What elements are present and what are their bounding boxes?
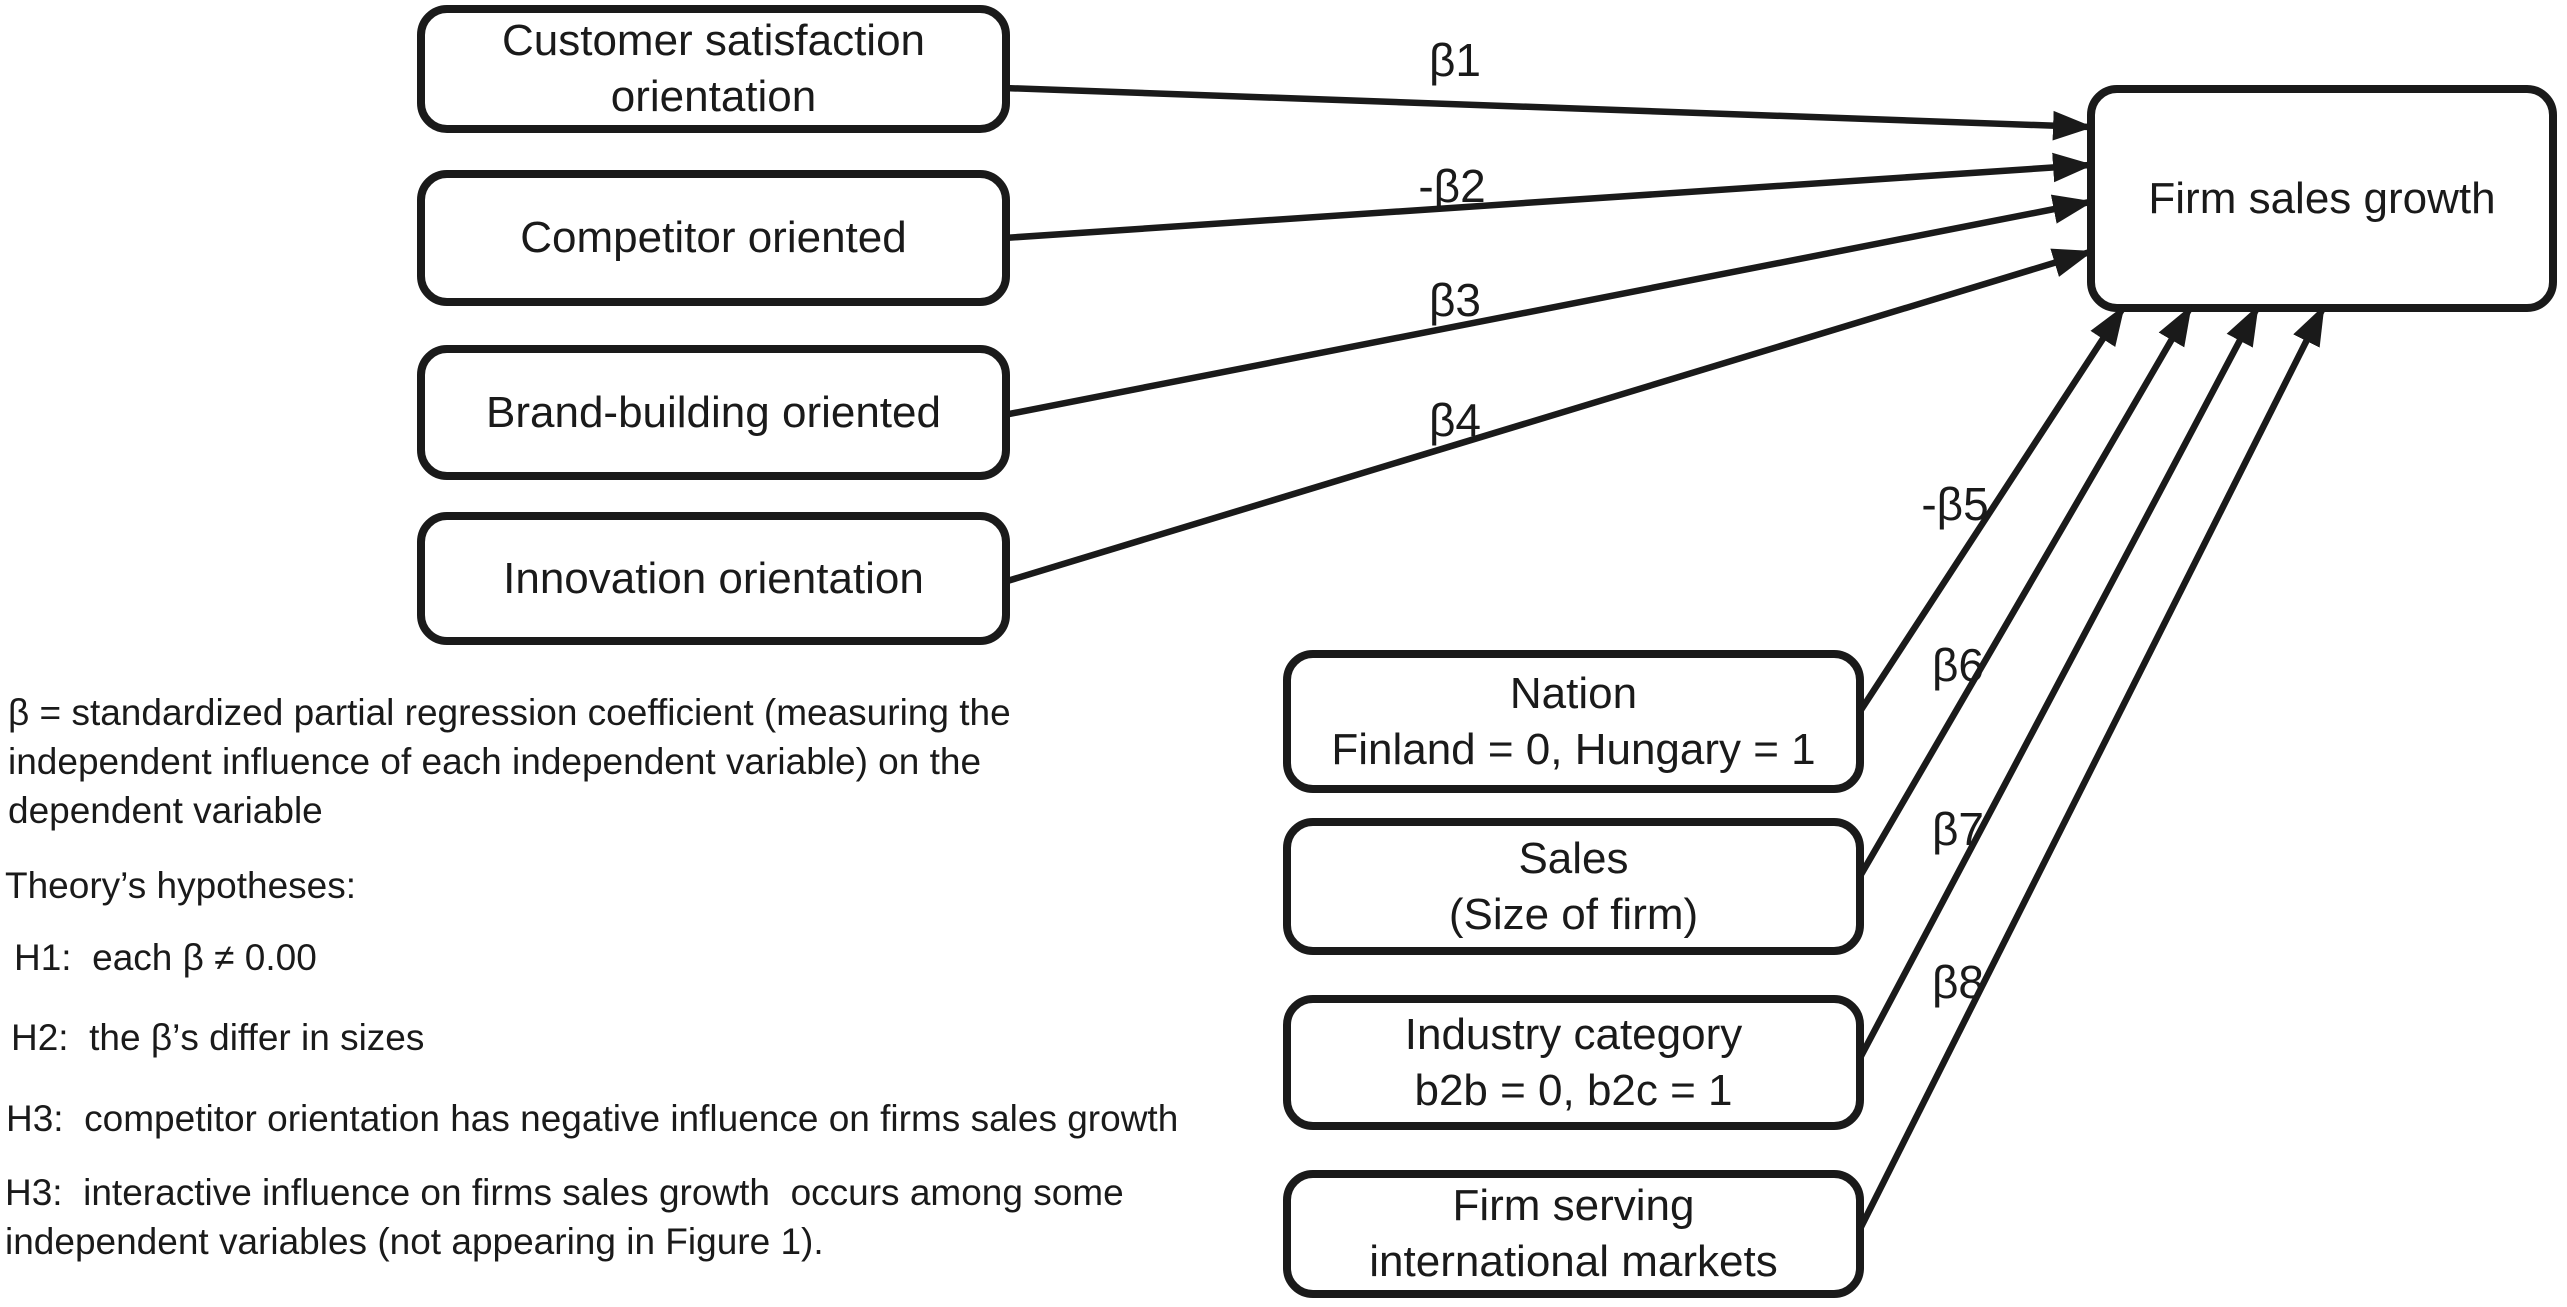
arrow-beta6 <box>1856 305 2193 880</box>
label-beta8: β8 <box>1931 956 1985 1008</box>
label-beta2: -β2 <box>1418 160 1486 212</box>
box-sales-firm-size: Sales (Size of firm) <box>1283 818 1864 955</box>
note-h1: H1: each β ≠ 0.00 <box>14 937 317 978</box>
box-industry-category: Industry category b2b = 0, b2c = 1 <box>1283 995 1864 1130</box>
arrow-beta7 <box>1856 305 2260 1062</box>
label-beta3: β3 <box>1428 274 1482 326</box>
label-beta7: β7 <box>1931 803 1985 855</box>
note-beta-definition: β = standardized partial regression coef… <box>8 692 1011 831</box>
box-nation: Nation Finland = 0, Hungary = 1 <box>1283 650 1864 793</box>
box-competitor-oriented: Competitor oriented <box>417 170 1010 306</box>
arrow-beta4 <box>1003 248 2094 586</box>
box-customer-satisfaction-orientation: Customer satisfaction orientation <box>417 5 1010 133</box>
note-h3-negative-influence: H3: competitor orientation has negative … <box>6 1098 1179 1139</box>
arrow-beta3 <box>1003 194 2094 419</box>
arrow-beta1 <box>1003 84 2094 141</box>
box-innovation-orientation: Innovation orientation <box>417 512 1010 645</box>
note-h3-interactive-influence: H3: interactive influence on firms sales… <box>5 1172 1124 1262</box>
arrow-beta2 <box>1003 152 2094 242</box>
label-beta5: -β5 <box>1921 478 1989 530</box>
box-firm-sales-growth: Firm sales growth <box>2087 85 2557 312</box>
note-hypotheses-title: Theory’s hypotheses: <box>5 865 357 906</box>
label-beta1: β1 <box>1428 34 1482 86</box>
label-beta4: β4 <box>1428 394 1482 446</box>
box-firm-serving-international-markets: Firm serving international markets <box>1283 1170 1864 1298</box>
arrow-beta8 <box>1856 304 2326 1233</box>
arrow-beta5 <box>1856 305 2126 715</box>
note-h2: H2: the β’s differ in sizes <box>11 1017 425 1058</box>
box-brand-building-oriented: Brand-building oriented <box>417 345 1010 480</box>
label-beta6: β6 <box>1931 639 1985 691</box>
